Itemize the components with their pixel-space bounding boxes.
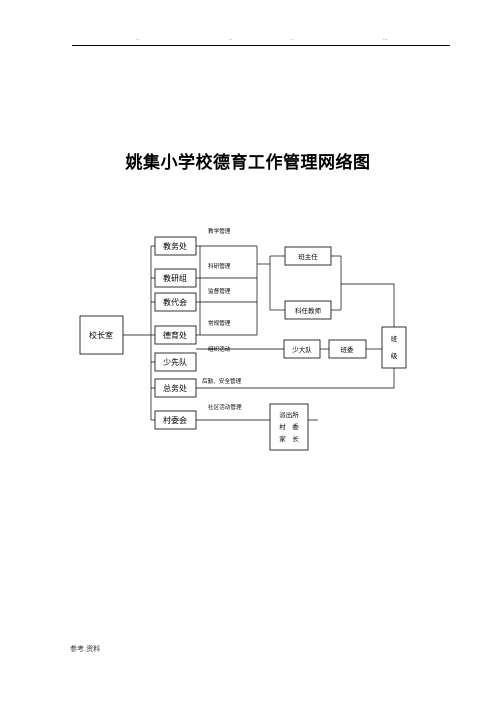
routine-mgmt-label: 常规管理 [208, 319, 231, 327]
community-label-police: 派出所 [279, 410, 299, 419]
principal-box [79, 315, 124, 355]
teaching-mgmt-label: 教学管理 [208, 227, 231, 235]
research-mgmt-label: 科研管理 [208, 262, 231, 270]
principal-label: 校长室 [89, 330, 113, 340]
general-label: 总务处 [163, 383, 187, 393]
class-label-top: 班 [391, 334, 398, 343]
academic-label: 教务处 [163, 241, 187, 251]
supervision-mgmt-label: 监督管理 [208, 287, 231, 295]
moral-label: 德育处 [163, 330, 187, 340]
node-boxes [79, 236, 407, 451]
pioneers-box [154, 352, 197, 372]
page-title: 姚集小学校德育工作管理网络图 [125, 153, 371, 173]
header-mark: .. [136, 36, 140, 42]
pioneers-label: 少先队 [163, 357, 187, 367]
research-box [154, 268, 197, 288]
subject-teacher-box [284, 300, 332, 320]
head-teacher-box [284, 246, 332, 266]
general-box [154, 378, 197, 398]
logistics-label: 后勤、安全管理 [202, 377, 242, 385]
footer-note: 参考.资料 [70, 645, 101, 653]
village-label: 村委会 [163, 415, 187, 425]
community-mgmt-label: 社区活动管理 [208, 403, 242, 411]
community-box [269, 403, 309, 451]
village-box [154, 410, 197, 430]
academic-box [154, 236, 197, 256]
brigade-box [283, 339, 321, 359]
class-box [381, 326, 407, 369]
brigade-label: 少大队 [292, 345, 312, 354]
connector-lines [123, 245, 395, 421]
header-mark: .. [290, 36, 294, 42]
subject-teacher-label: 科任教师 [295, 306, 322, 315]
header-rule [72, 45, 450, 46]
community-label-village: 村 委 [279, 422, 299, 431]
congress-label: 教代会 [163, 297, 187, 307]
header-mark: ... [383, 36, 388, 42]
activities-label: 组织活动 [208, 345, 231, 353]
research-label: 教研组 [163, 273, 187, 283]
header-mark: .. [229, 36, 233, 42]
community-label-parents: 家 长 [279, 434, 299, 443]
congress-box [154, 292, 197, 312]
class-committee-label: 班委 [341, 345, 355, 354]
moral-box [154, 325, 197, 345]
class-label-bottom: 级 [391, 351, 398, 360]
class-committee-box [328, 339, 367, 359]
head-teacher-label: 班主任 [298, 252, 318, 261]
